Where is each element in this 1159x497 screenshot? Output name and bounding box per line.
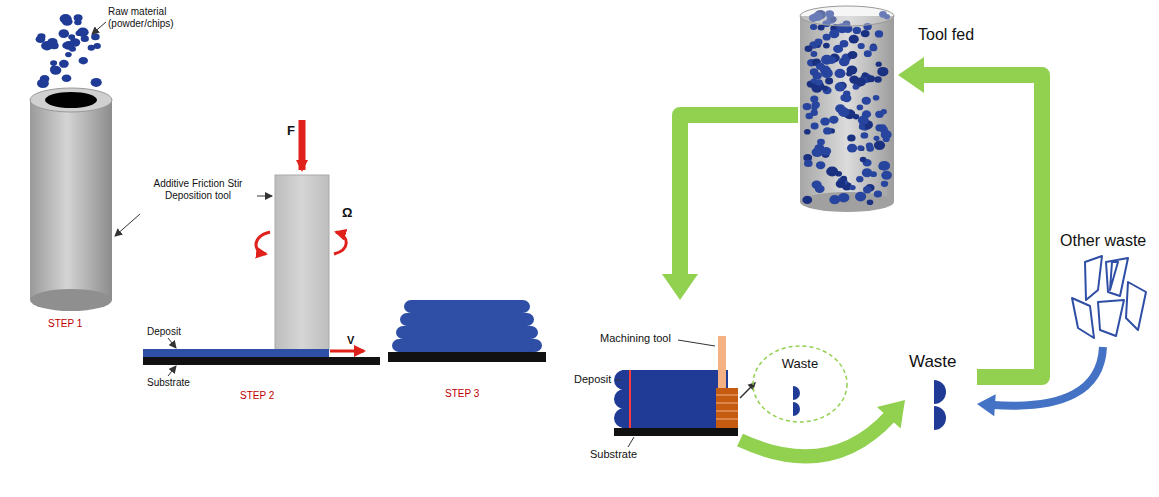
machining-station: DepositSubstrate <box>570 300 740 465</box>
flow-arrow <box>898 57 1042 377</box>
arrow-shaft <box>680 115 798 277</box>
rotation-arrow <box>256 232 270 254</box>
step-label: STEP 3 <box>445 388 479 400</box>
arrow-shaft <box>740 416 890 456</box>
cylinder-outline <box>798 4 898 214</box>
leader-line <box>628 437 634 447</box>
waste-ellipse: Waste <box>752 345 848 423</box>
raw-material-particles <box>36 14 102 88</box>
node-label: Deposit <box>574 373 611 386</box>
particle <box>59 60 69 68</box>
feed-cylinder: Tool fed <box>798 4 898 214</box>
particle <box>65 52 72 57</box>
particle <box>37 79 49 88</box>
node-label: Waste <box>782 357 818 372</box>
leader-line <box>615 380 621 381</box>
node-label: Waste <box>909 352 957 372</box>
leader-line <box>678 340 715 346</box>
node-label: Tool fed <box>918 26 974 44</box>
particle <box>62 17 73 26</box>
leader-line <box>168 338 176 348</box>
arrow-head <box>898 57 924 93</box>
velocity-arrow <box>330 350 364 353</box>
part-label: Machining tool <box>600 332 671 345</box>
deposit-label: Deposit <box>147 326 181 338</box>
particle <box>62 42 70 48</box>
arrow-head <box>662 274 698 300</box>
particle <box>41 79 48 85</box>
tool-label: Additive Friction Stir Deposition tool <box>140 178 256 201</box>
arrow-head <box>977 394 996 416</box>
layered-deposit <box>388 300 546 362</box>
particle <box>59 29 70 38</box>
arrow-shaft <box>740 387 751 398</box>
particle <box>91 78 102 87</box>
step-label: STEP 1 <box>48 318 82 330</box>
friction-stir-tool <box>275 175 329 350</box>
particle <box>77 28 89 37</box>
node-label: Substrate <box>590 448 637 461</box>
flow-arrow <box>662 115 798 300</box>
waste-pile: Waste <box>905 352 977 432</box>
waste-chips <box>934 380 946 430</box>
hollow-tool-cylinder <box>30 88 112 311</box>
arrow-head <box>877 400 905 429</box>
material-label: Raw material (powder/chips) <box>108 6 188 29</box>
leader-line <box>115 214 140 236</box>
leader-line <box>257 196 272 197</box>
particle <box>62 75 72 83</box>
node-label: Other waste <box>1060 232 1146 250</box>
rotation-symbol: Ω <box>342 206 352 221</box>
particle <box>50 66 61 75</box>
velocity-symbol: V <box>347 334 354 347</box>
leader-line <box>92 22 106 34</box>
force-arrow <box>299 120 306 170</box>
particle <box>50 60 57 66</box>
particle <box>79 57 88 64</box>
other-waste-shards <box>1072 256 1146 338</box>
rotation-arrow <box>334 232 346 254</box>
other-waste: Other waste <box>1056 232 1154 347</box>
particle <box>74 19 81 25</box>
step-label: STEP 2 <box>240 390 274 402</box>
deposit-layer <box>143 349 329 357</box>
leader-line <box>168 366 176 376</box>
waste-chips-small <box>793 386 800 416</box>
substrate-label: Substrate <box>147 377 190 389</box>
arrow-shaft <box>921 75 1042 377</box>
substrate-plate <box>143 357 380 365</box>
particle <box>47 38 57 46</box>
force-symbol: F <box>287 124 295 139</box>
particle <box>88 45 95 51</box>
arrow-head <box>748 382 756 390</box>
machining-tool <box>716 336 738 428</box>
particle <box>36 36 46 44</box>
